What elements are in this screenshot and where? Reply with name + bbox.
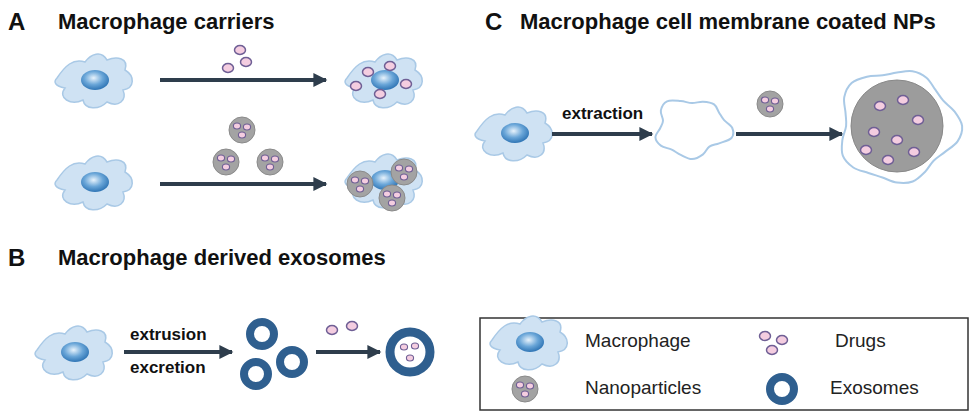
process-arrow (160, 182, 326, 186)
legend-text: Exosomes (830, 377, 919, 399)
macrophage (35, 326, 112, 380)
panel-title: Macrophage carriers (58, 9, 274, 34)
drug (909, 148, 920, 157)
cell-membrane-coating (842, 71, 962, 183)
step-label: excretion (130, 358, 206, 378)
drug (327, 326, 338, 335)
panel-title: Macrophage derived exosomes (58, 245, 386, 270)
legend-drug-icon (767, 346, 778, 355)
legend-text: Macrophage (585, 330, 691, 352)
cell-membrane (655, 100, 733, 159)
nanoparticle (347, 171, 373, 197)
drug (375, 90, 386, 99)
exosome (390, 332, 430, 372)
nanoparticle (257, 149, 283, 175)
drug (400, 344, 407, 350)
nanoparticle (229, 117, 255, 143)
legend-text: Nanoparticles (585, 377, 701, 399)
drug (892, 136, 903, 145)
legend-drug-icon (777, 336, 788, 345)
panel-title: Macrophage cell membrane coated NPs (520, 9, 936, 34)
panel-letter: C (485, 8, 502, 36)
exosome (244, 362, 268, 386)
legend-text: Drugs (835, 330, 886, 352)
legend-nanoparticle-icon (512, 376, 538, 402)
process-arrow (124, 350, 232, 354)
drug (385, 62, 396, 71)
macrophage (345, 54, 422, 108)
panel-letter: A (8, 8, 25, 36)
nanoparticle (379, 185, 405, 211)
drug (406, 355, 413, 361)
panel-letter: B (8, 244, 25, 272)
drug (235, 46, 246, 55)
legend-drug-icon (760, 332, 771, 341)
drug (411, 343, 418, 349)
drug (401, 80, 412, 89)
drug (898, 96, 909, 105)
macrophage (475, 107, 552, 161)
macrophage (55, 156, 132, 210)
legend-exosome-icon (770, 377, 794, 401)
nanoparticle (213, 149, 239, 175)
drug (223, 64, 234, 73)
process-arrow (316, 350, 380, 354)
exosome (280, 350, 304, 374)
nanoparticle (757, 91, 783, 117)
drug (363, 68, 374, 77)
step-label: extraction (562, 104, 643, 124)
exosome (250, 322, 274, 346)
drug (869, 128, 880, 137)
process-arrow (736, 132, 842, 136)
macrophage (55, 54, 132, 108)
nanoparticle (391, 159, 417, 185)
drug (351, 82, 362, 91)
nanoparticle-core (851, 80, 943, 172)
drug (241, 58, 252, 67)
step-label: extrusion (130, 325, 207, 345)
drug (913, 116, 924, 125)
drug (875, 102, 886, 111)
process-arrow (552, 132, 652, 136)
drug (883, 156, 894, 165)
drug (347, 322, 358, 331)
drug (861, 146, 872, 155)
legend-macrophage-icon (490, 316, 567, 370)
process-arrow (160, 78, 326, 82)
